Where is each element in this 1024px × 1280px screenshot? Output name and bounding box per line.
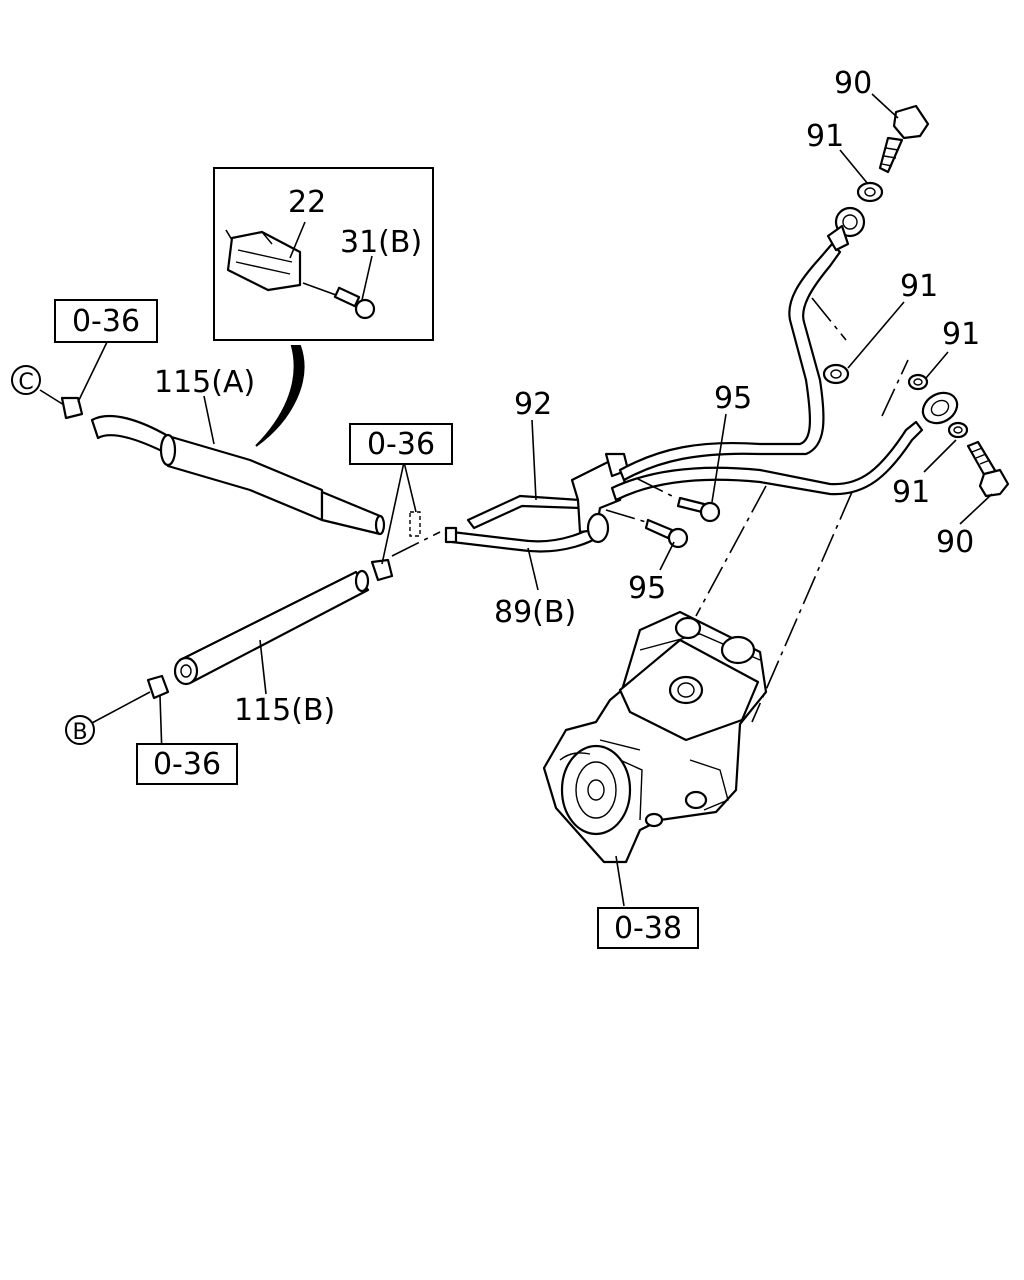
washer-91-lower [947,421,969,439]
marker-c: C [11,365,41,395]
marker-b: B [65,715,95,745]
pipe-long-lower [610,391,959,502]
pipe-long-upper [618,206,866,482]
clamp-left [60,396,84,420]
ref-038-text: 0-38 [614,911,682,946]
label-91-right: 91 [942,317,980,352]
bolt-95-top [676,496,721,523]
bolt-90-lower [966,440,1010,498]
label-89b: 89(B) [494,595,576,630]
label-91-top: 91 [806,119,844,154]
washer-91-top [856,181,884,203]
label-90-lower: 90 [936,525,974,560]
hose-115b [173,569,370,686]
ref-box-036-bottom[interactable]: 0-36 [136,743,238,785]
label-91-lower: 91 [892,475,930,510]
ref-box-036-top[interactable]: 0-36 [54,299,158,343]
washer-91-mid [822,363,850,385]
label-90-top: 90 [834,66,872,101]
bolt-31b [333,286,376,320]
label-91-mid: 91 [900,269,938,304]
label-115b: 115(B) [234,693,335,728]
ref-036-bottom-text: 0-36 [153,747,221,782]
ref-box-038[interactable]: 0-38 [597,907,699,949]
marker-b-text: B [72,720,87,745]
label-22: 22 [288,185,326,220]
bolt-90-top [878,104,930,174]
hose-115a [90,414,386,536]
clip-22 [226,230,302,292]
clamp-lower-left [146,674,170,700]
marker-c-text: C [18,370,33,395]
label-115a: 115(A) [154,365,255,400]
label-92: 92 [514,387,552,422]
label-95-bottom: 95 [628,571,666,606]
ref-036-mid-text: 0-36 [367,427,435,462]
inset-pointer [255,345,305,447]
ref-036-top-text: 0-36 [72,304,140,339]
pipe-92 [466,494,582,530]
washer-91-right [907,373,929,391]
ref-box-036-mid[interactable]: 0-36 [349,423,453,465]
label-95-top: 95 [714,381,752,416]
compressor [542,610,768,864]
label-31b: 31(B) [340,225,422,260]
bolt-95-bottom [644,518,689,549]
clamp-dashed [409,511,421,537]
